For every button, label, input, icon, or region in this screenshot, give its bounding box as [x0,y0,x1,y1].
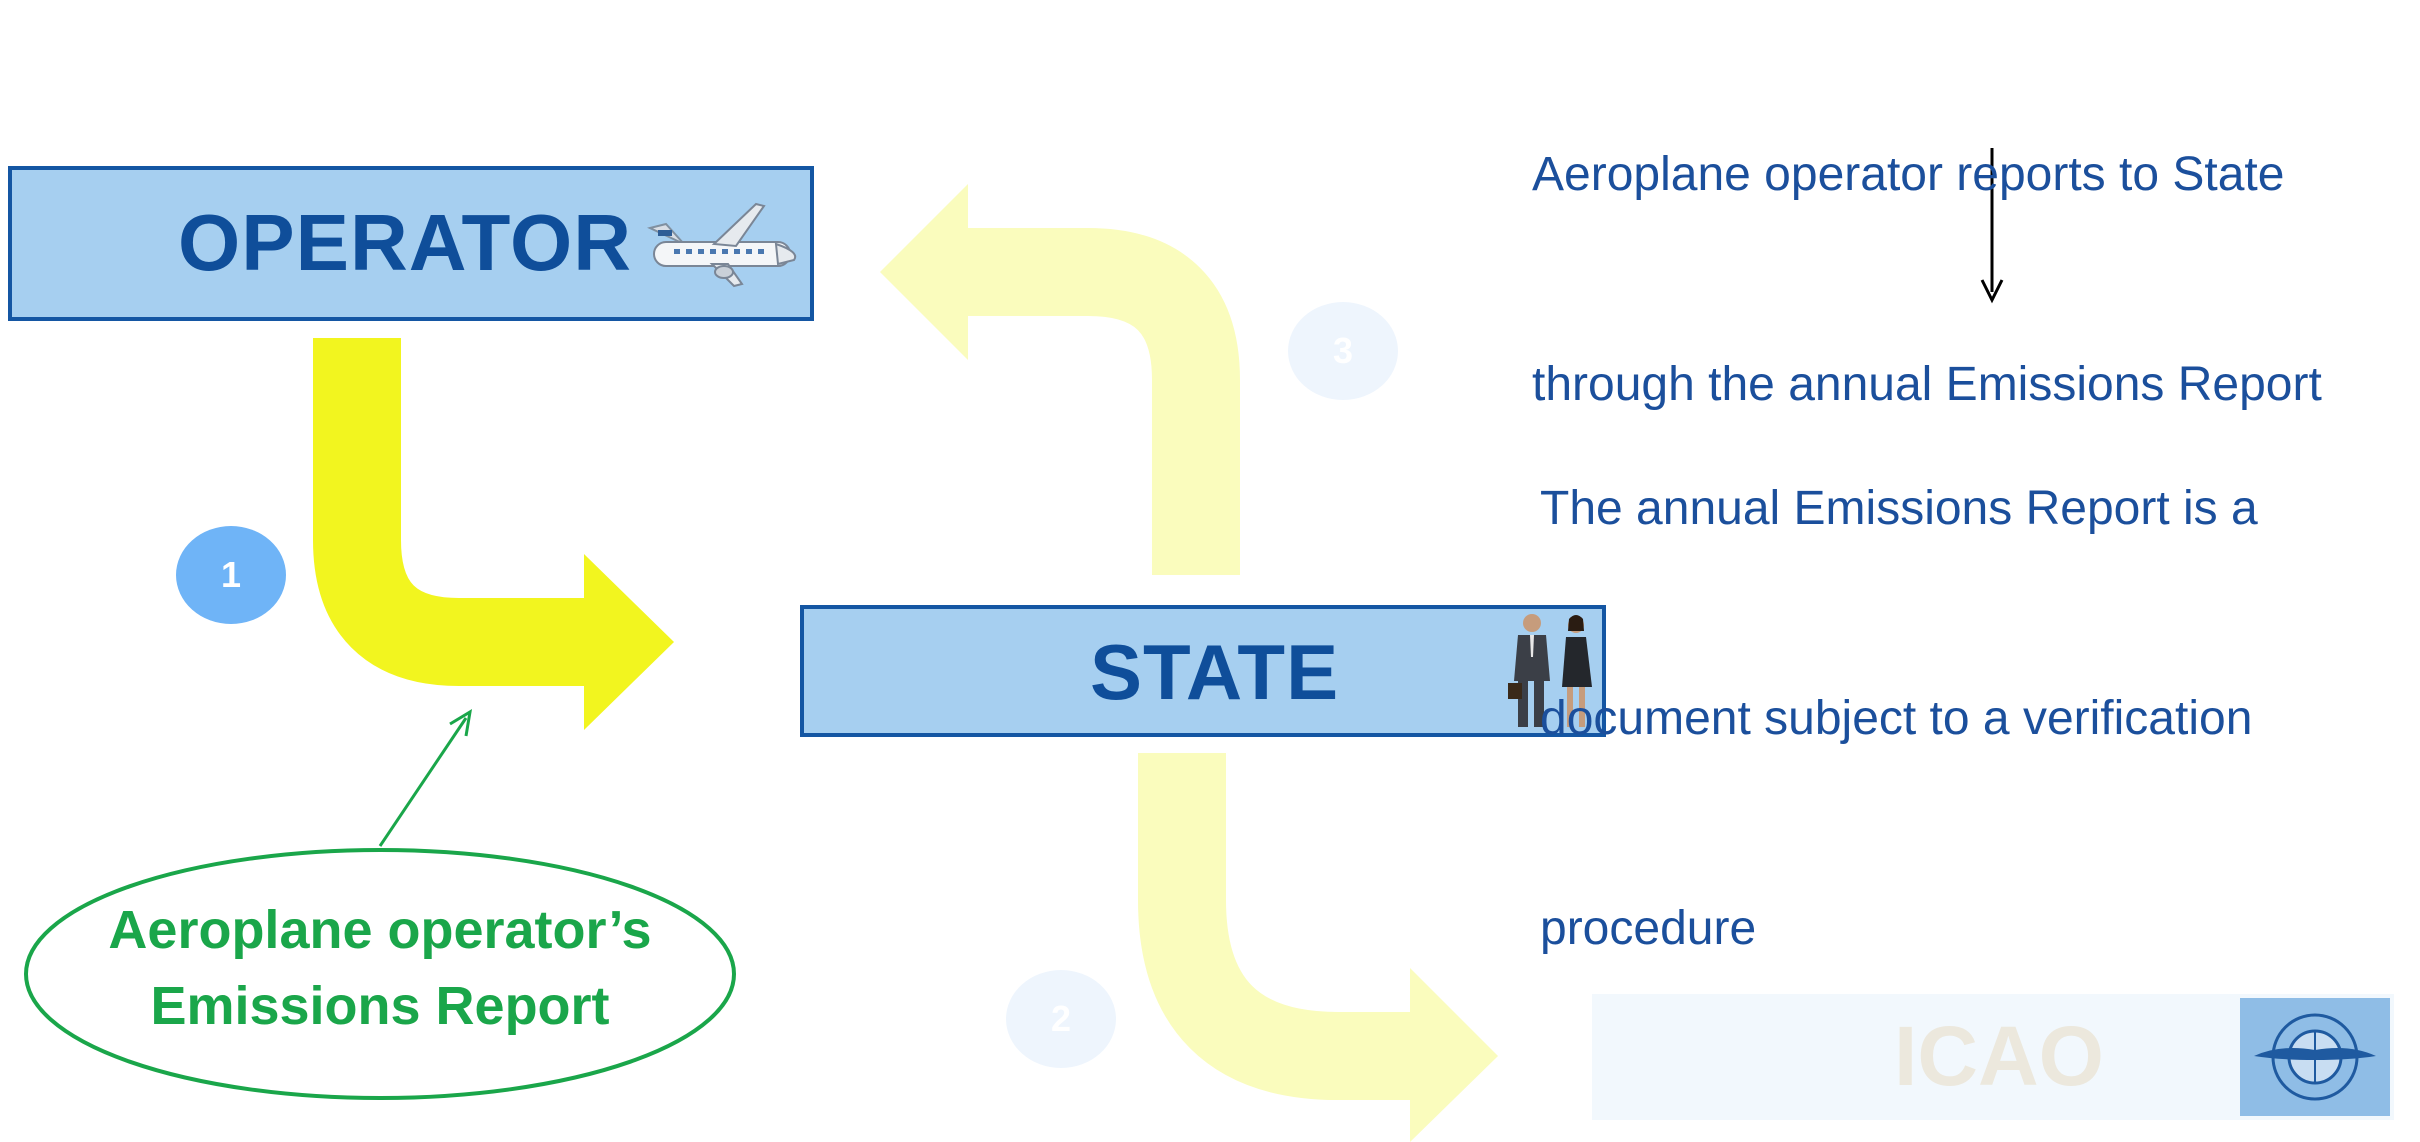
callout-line-2: Emissions Report [150,976,610,1036]
note-top-line-1: Aeroplane operator reports to State [1532,148,2285,201]
note-middle-line-1: The annual Emissions Report is a [1540,482,2258,535]
notes-connector-arrow [1980,148,2004,304]
state-label: STATE [1090,628,1340,716]
step-badge-2: 2 [1006,970,1116,1068]
note-middle-line-2: document subject to a verification [1540,692,2253,745]
arrow-operator-to-state [313,338,674,730]
callout-text: Aeroplane operator’s Emissions Report [40,892,720,1044]
airplane-icon [647,202,797,288]
arrow-state-to-icao [1138,753,1498,1142]
arrow-state-to-operator [880,184,1240,575]
operator-label: OPERATOR [178,198,632,287]
note-top-line-2: through the annual Emissions Report [1532,358,2322,411]
step-badge-3: 3 [1288,302,1398,400]
callout-pointer-arrow [378,709,473,847]
icao-logo-icon [2240,998,2390,1116]
operator-box: OPERATOR [8,166,814,321]
note-middle: The annual Emissions Report is a documen… [1540,334,2258,1104]
note-top: Aeroplane operator reports to State thro… [1532,0,2322,560]
officials-icon [1508,614,1592,727]
step-badge-1: 1 [176,526,286,624]
callout-line-1: Aeroplane operator’s [108,900,652,960]
icao-label: ICAO [1894,1009,2104,1103]
icao-box: ICAO [1592,994,2394,1120]
state-box: STATE [800,605,1606,737]
callout-ellipse [24,848,736,1100]
note-middle-line-3: procedure [1540,902,1757,955]
